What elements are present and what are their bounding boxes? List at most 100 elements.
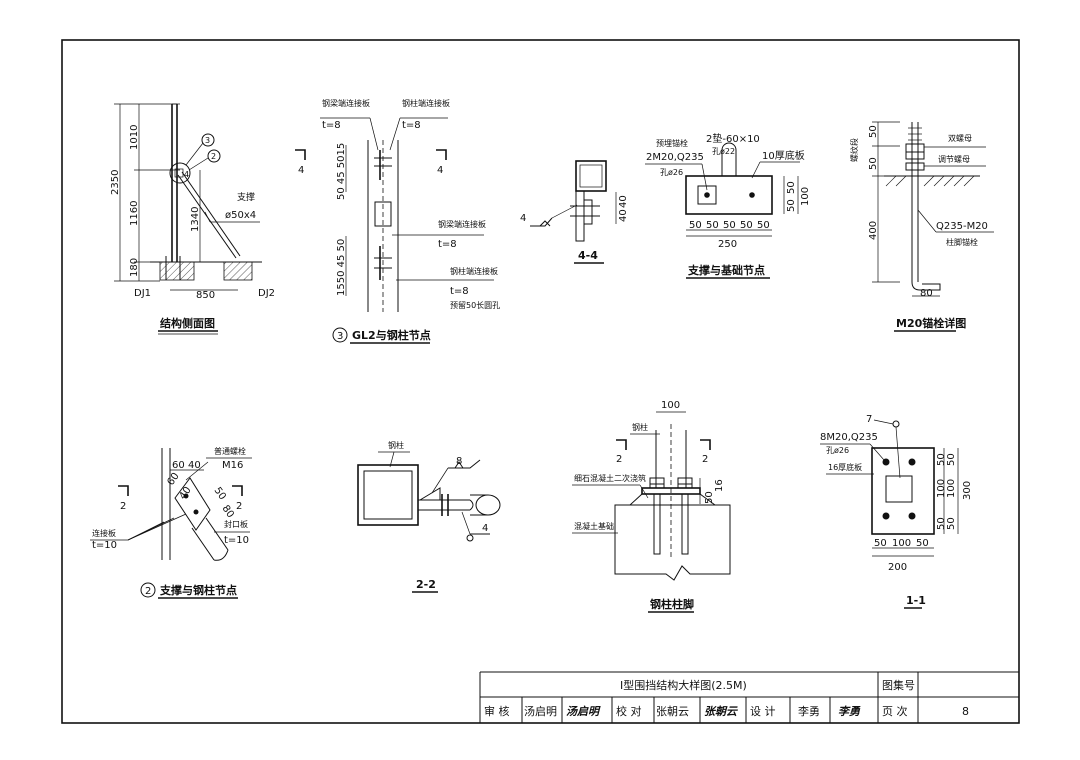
- label-t8-b: t=8: [402, 120, 421, 131]
- dim-bc-80: 80: [220, 503, 236, 520]
- section-mark-4-right: 4: [437, 165, 443, 176]
- section-4-4-detail: 4 40 40 4-4: [520, 160, 629, 264]
- label-col-plate-low: 钢柱端连接板: [450, 266, 498, 276]
- label-baseplate-10: 10厚底板: [762, 149, 805, 162]
- dim-bf-50-3: 50: [723, 220, 736, 231]
- brace-foundation-detail: 预埋锚栓 2M20,Q235 孔ø26 2垫-60×10 孔ø22 10厚底板 …: [645, 132, 811, 279]
- column-foot-title: 钢柱柱脚: [650, 597, 694, 611]
- page-number: 8: [962, 705, 969, 718]
- label-hole-26-b: 孔ø26: [826, 446, 849, 455]
- anchor-bolt-detail: 螺纹段 50 50 400 双螺母 调节螺母 Q235-M20 柱脚锚栓 80 …: [849, 121, 994, 332]
- dim-11-r50a: 50: [946, 453, 957, 466]
- gl2-node-detail: 4 4 50 45 5015 1550 45 50 钢梁端连接板 钢柱端连接板 …: [295, 98, 500, 344]
- label-m16: M16: [222, 460, 243, 471]
- name-design: 李勇: [798, 704, 820, 718]
- callout-2: 2: [211, 152, 216, 161]
- label-col-plate-top: 钢柱端连接板: [402, 98, 450, 108]
- brace-column-number: 2: [145, 586, 151, 597]
- brace-column-title: 支撑与钢柱节点: [159, 583, 237, 597]
- label-brace: 支撑: [237, 191, 255, 203]
- dim-bc-40: 40: [188, 460, 201, 471]
- label-embed-bolt: 预埋锚栓: [656, 138, 688, 148]
- dim-11-r50c: 50: [936, 453, 947, 466]
- label-q235-m20: Q235-M20: [936, 221, 988, 232]
- dim-11-b200: 200: [888, 562, 907, 573]
- label-washer: 2垫-60×10: [706, 132, 760, 145]
- label-foot-column: 钢柱: [632, 422, 648, 432]
- dim-180: 180: [129, 258, 140, 277]
- section-4-4-title: 4-4: [578, 249, 598, 262]
- label-beam-plate-mid: 钢梁端连接板: [438, 219, 486, 229]
- weld-mark-4b: 4: [482, 523, 488, 534]
- label-slot: 预留50长圆孔: [450, 300, 500, 310]
- section-1-1-title: 1-1: [906, 594, 926, 607]
- callout-4: 4: [184, 170, 189, 179]
- section-mark-2-foot-right: 2: [702, 454, 708, 465]
- dims-lower: 1550 45 50: [336, 239, 347, 296]
- brace-column-detail: 2 2 60 40 60 40 50 80 普通螺栓 M16 连接板 t=10 …: [90, 446, 252, 599]
- section-1-1-detail: 7 8M20,Q235 孔ø26 16厚底板 50 100 50 50 100 …: [820, 414, 973, 609]
- signature-check: 张朝云: [704, 705, 738, 718]
- dim-bf-50-4: 50: [740, 220, 753, 231]
- dim-11-b50b: 50: [916, 538, 929, 549]
- dim-ab-400: 400: [868, 221, 879, 240]
- anchor-bolt-title: M20锚栓详图: [896, 316, 966, 330]
- callout-3: 3: [205, 136, 210, 145]
- role-design: 设 计: [750, 705, 776, 718]
- dim-bf-50-5: 50: [757, 220, 770, 231]
- gl2-node-title: GL2与钢柱节点: [352, 328, 431, 342]
- dim-bc-60: 60: [172, 460, 185, 471]
- weld-mark-8: 8: [456, 456, 462, 467]
- dim-bf-r50b: 50: [786, 199, 797, 212]
- dim-11-r100: 100: [946, 479, 957, 498]
- column-foot-detail: 2 2 100 50 16 钢柱 细石混凝土二次浇筑 混凝土基础 钢柱柱脚: [572, 400, 731, 613]
- dim-cf-50: 50: [704, 491, 715, 504]
- dim-bf-50-2: 50: [706, 220, 719, 231]
- dims-upper: 50 45 5015: [336, 143, 347, 200]
- label-concrete-base: 混凝土基础: [574, 521, 614, 531]
- dim-bf-r50a: 50: [786, 181, 797, 194]
- dim-11-r50d: 50: [936, 517, 947, 530]
- dim-bf-r100: 100: [800, 187, 811, 206]
- brace-foundation-title: 支撑与基础节点: [687, 263, 765, 277]
- dim-2350: 2350: [110, 170, 121, 195]
- dim-cf-16: 16: [714, 479, 725, 492]
- dim-bc-40b: 40: [177, 485, 193, 502]
- label-t10-a: t=10: [92, 540, 117, 551]
- dim-850: 850: [196, 290, 215, 301]
- weld-mark-4: 4: [520, 213, 526, 224]
- label-dj2: DJ2: [258, 288, 275, 299]
- dim-11-r300: 300: [962, 481, 973, 500]
- dim-ab-50b: 50: [868, 157, 879, 170]
- name-review: 汤启明: [524, 704, 557, 718]
- section-mark-2-right: 2: [236, 501, 242, 512]
- dim-1010: 1010: [129, 125, 140, 150]
- dim-bc-50: 50: [212, 485, 228, 502]
- drawing-name: I型围挡结构大样图(2.5M): [620, 678, 747, 692]
- section-mark-4-left: 4: [298, 165, 304, 176]
- label-baseplate-16: 16厚底板: [828, 462, 862, 472]
- label-t8-a: t=8: [322, 120, 341, 131]
- role-check: 校 对: [616, 704, 642, 718]
- signature-review: 汤启明: [566, 705, 601, 718]
- dim-11-r100b: 100: [936, 479, 947, 498]
- label-beam-plate-top: 钢梁端连接板: [322, 98, 370, 108]
- label-thread: 螺纹段: [849, 138, 859, 162]
- section-mark-2-foot-left: 2: [616, 454, 622, 465]
- label-dj1: DJ1: [134, 288, 151, 299]
- label-t8-c: t=8: [438, 239, 457, 250]
- role-review: 审 核: [484, 704, 510, 718]
- label-brace-size: ø50x4: [225, 210, 256, 221]
- dim-40-a: 40: [618, 195, 629, 208]
- label-double-nut: 双螺母: [948, 133, 972, 143]
- dim-ab-80: 80: [920, 288, 933, 299]
- weld-mark-7: 7: [866, 414, 872, 425]
- dim-11-b50a: 50: [874, 538, 887, 549]
- label-col-anchor: 柱脚锚栓: [946, 237, 978, 247]
- side-elevation-title: 结构侧面图: [159, 316, 215, 330]
- label-end-plate: 封口板: [224, 519, 248, 529]
- label-fine-concrete: 细石混凝土二次浇筑: [574, 473, 646, 483]
- dim-1340: 1340: [190, 207, 201, 232]
- label-hole-26: 孔ø26: [660, 168, 683, 177]
